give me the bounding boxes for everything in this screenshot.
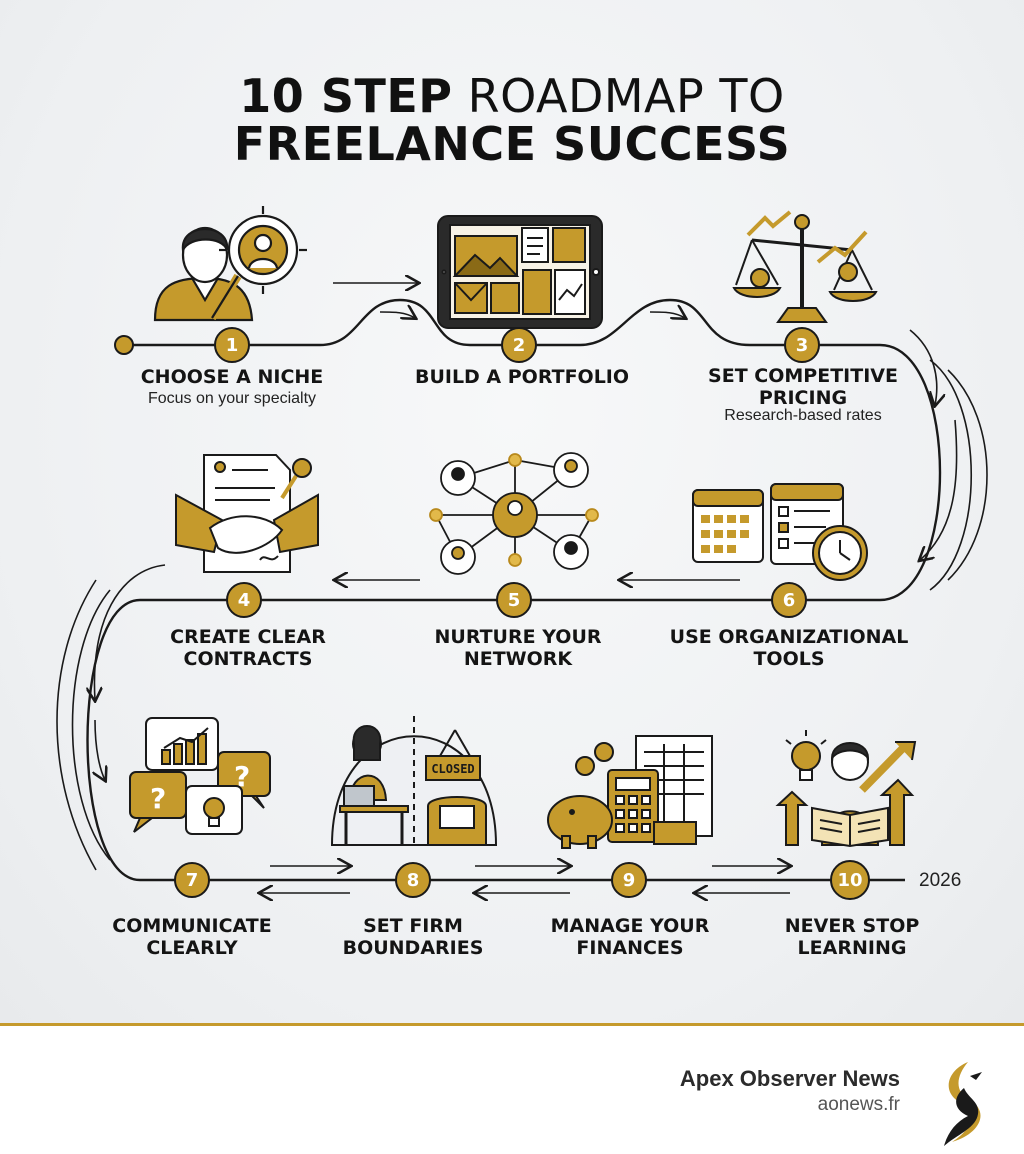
page-title-line-1: 10 STEP ROADMAP TO (0, 73, 1024, 119)
svg-text:6: 6 (783, 590, 796, 611)
step-badge-8: 8 (395, 862, 431, 898)
svg-text:3: 3 (796, 335, 809, 356)
svg-text:9: 9 (623, 870, 636, 891)
step-badge-3: 3 (784, 327, 820, 363)
svg-text:?: ? (234, 760, 250, 793)
brand-logo-icon (944, 1062, 982, 1146)
learning-book-icon (775, 730, 917, 848)
svg-text:8: 8 (407, 870, 420, 891)
chat-bubbles-icon: ? ? (129, 717, 271, 835)
calendar-clock-icon (692, 483, 868, 581)
page-title-line-2: FREELANCE SUCCESS (233, 117, 791, 171)
title-bold-part: 10 STEP (239, 69, 453, 123)
roadmap-path-side (71, 589, 111, 861)
svg-text:7: 7 (186, 870, 199, 891)
svg-text:2: 2 (513, 335, 526, 356)
pricing-scale-icon (732, 210, 878, 323)
step-1-title: CHOOSE A NICHE (140, 366, 324, 388)
roadmap-start-dot (114, 335, 134, 355)
roadmap-path-side (947, 369, 988, 581)
brand-name: Apex Observer News (679, 1066, 900, 1091)
step-badge-10: 10 (830, 860, 870, 900)
step-badge-9: 9 (611, 862, 647, 898)
year-label: 2026 (919, 870, 962, 891)
boundaries-closed-icon: CLOSED (330, 716, 498, 846)
direction-arrows (94, 283, 958, 893)
footer: Apex Observer News aonews.fr (0, 1026, 1024, 1154)
roadmap-path-side (929, 359, 972, 591)
svg-text:CLOSED: CLOSED (431, 762, 474, 776)
portfolio-tablet-icon (437, 215, 603, 329)
roadmap-diagram: 1 2 3 4 5 6 7 8 9 10 (56, 206, 988, 1025)
svg-text:10: 10 (837, 870, 862, 891)
network-icon (429, 452, 599, 575)
roadmap-path-side (56, 579, 97, 871)
footer-divider (0, 1023, 1024, 1026)
step-2-title: BUILD A PORTFOLIO (414, 366, 630, 388)
title-light-part: ROADMAP TO (467, 69, 785, 123)
step-badge-4: 4 (226, 582, 262, 618)
step-badge-1: 1 (214, 327, 250, 363)
step-badge-6: 6 (771, 582, 807, 618)
roadmap-path (86, 298, 942, 882)
infographic: 1 2 3 4 5 6 7 8 9 10 (0, 0, 1024, 1025)
svg-text:1: 1 (226, 335, 239, 356)
step-1-subtitle: Focus on your specialty (147, 390, 317, 407)
finances-piggy-calculator-icon (547, 735, 713, 849)
step-3-subtitle: Research-based rates (724, 407, 882, 424)
step-badge-5: 5 (496, 582, 532, 618)
contract-handshake-icon (175, 454, 319, 573)
svg-text:4: 4 (238, 590, 251, 611)
step-badge-2: 2 (501, 327, 537, 363)
niche-magnifier-icon (153, 206, 307, 322)
svg-text:?: ? (150, 782, 166, 815)
step-badge-7: 7 (174, 862, 210, 898)
brand-url[interactable]: aonews.fr (817, 1094, 900, 1115)
svg-text:5: 5 (508, 590, 521, 611)
